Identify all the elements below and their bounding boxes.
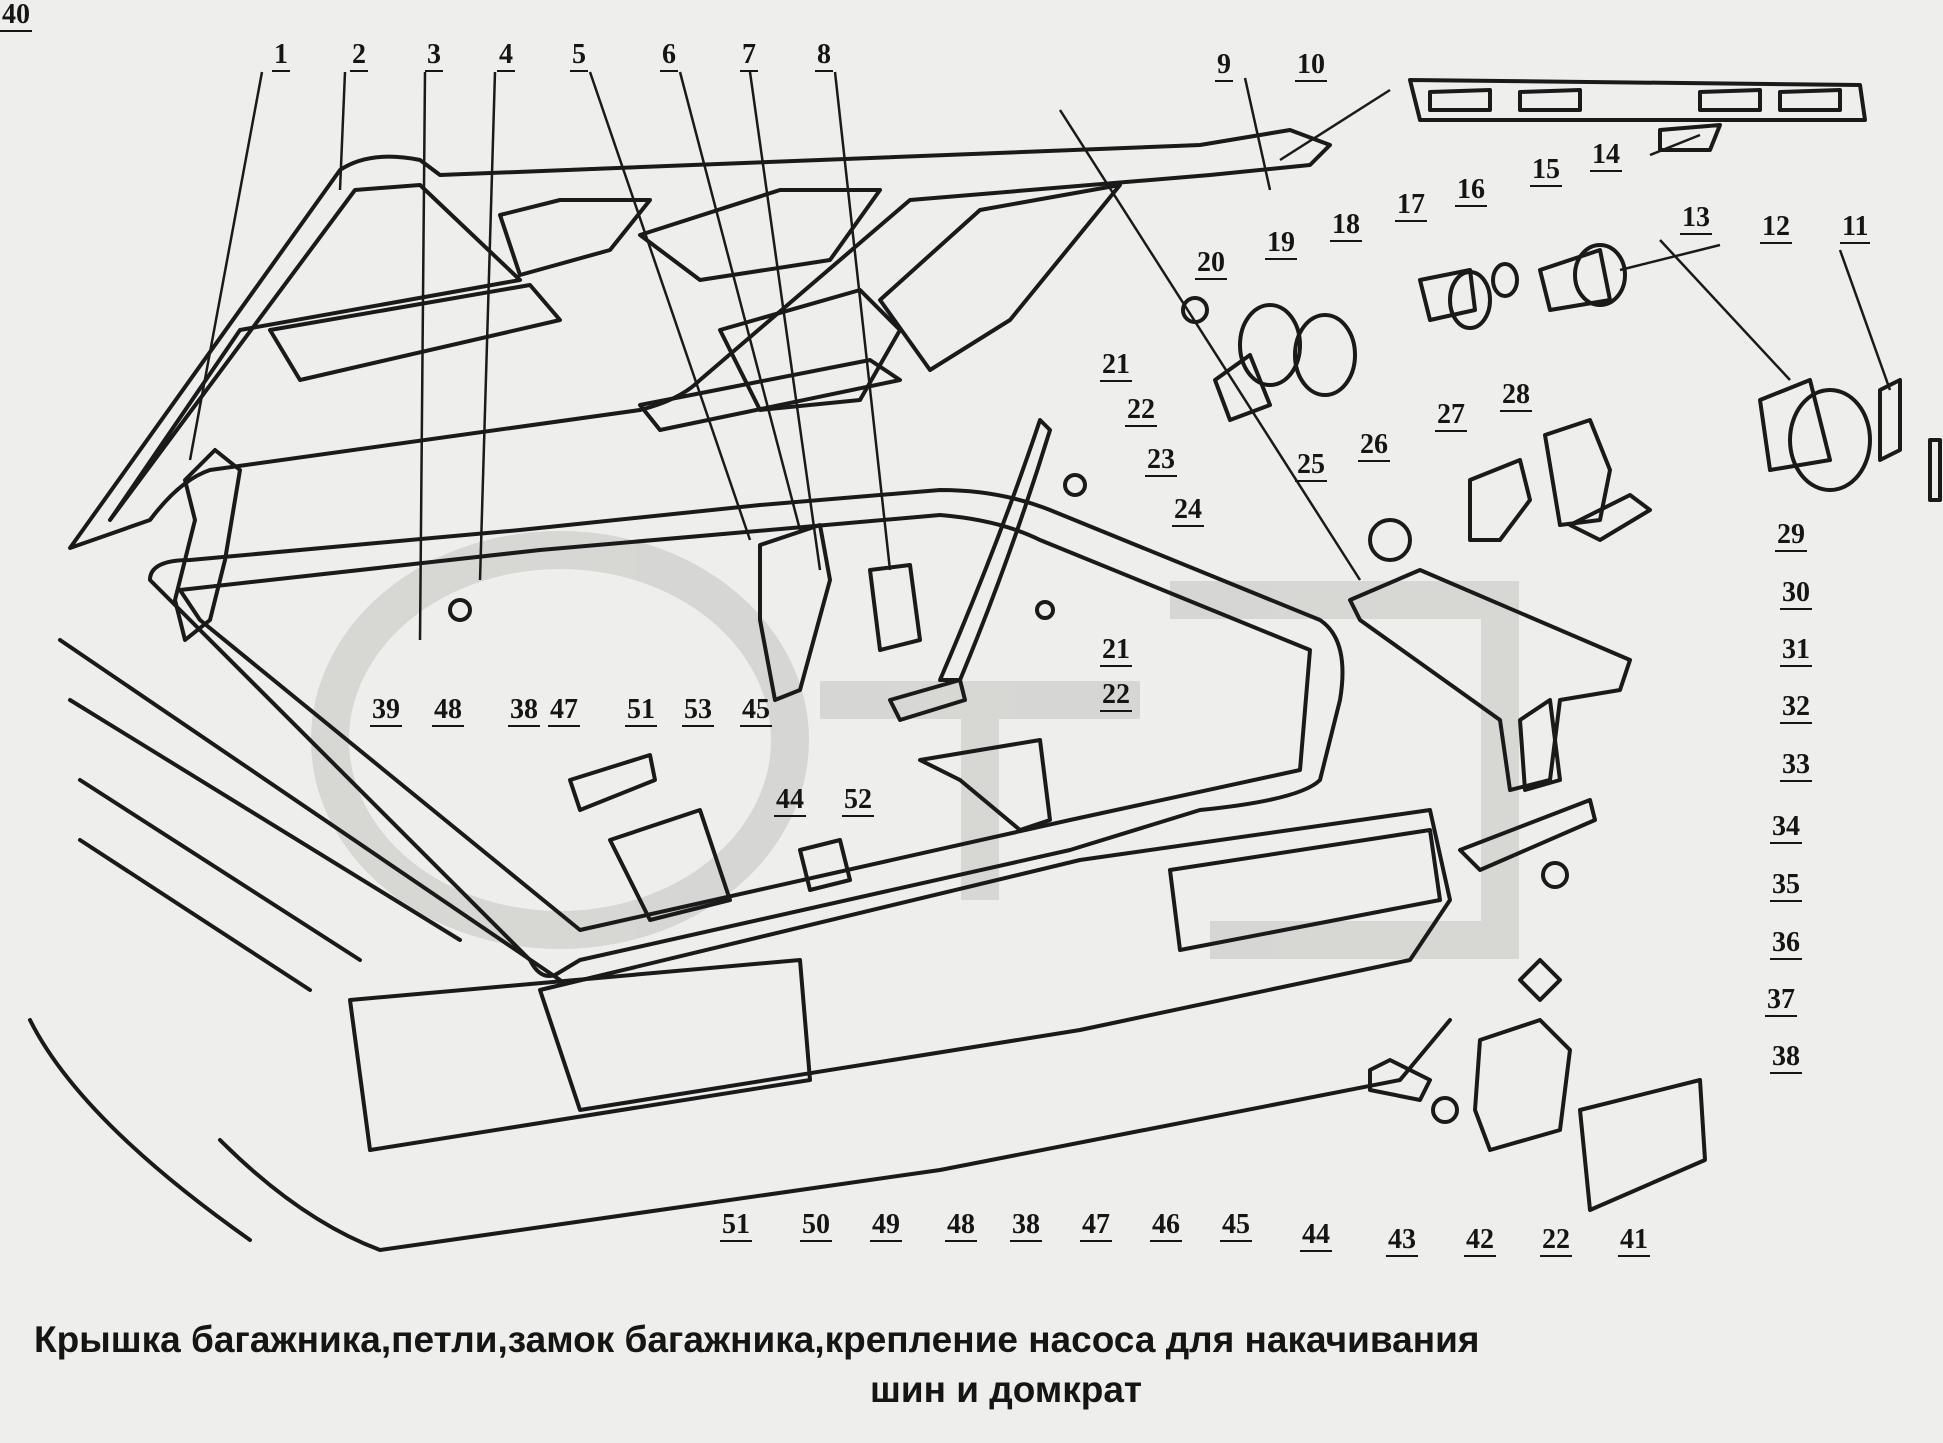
callout-number: 4 (497, 39, 515, 72)
callout-number: 46 (1150, 1209, 1182, 1242)
callout-number: 2 (350, 39, 368, 72)
leader-lines (188, 71, 1892, 641)
callout-number: 48 (432, 694, 464, 727)
callout-number: 17 (1395, 189, 1427, 222)
callout-number: 28 (1500, 379, 1532, 412)
callout-number: 5 (570, 39, 588, 72)
callout-number: 16 (1455, 174, 1487, 207)
callout-number: 30 (1780, 577, 1812, 610)
callout-number: 38 (508, 694, 540, 727)
callout-number: 22 (1540, 1224, 1572, 1257)
callout-number: 45 (1220, 1209, 1252, 1242)
callout-number: 25 (1295, 449, 1327, 482)
callout-number: 50 (800, 1209, 832, 1242)
callout-number: 22 (1100, 679, 1132, 712)
callout-number: 21 (1100, 349, 1132, 382)
trunk-lid-outline (28, 78, 1942, 1252)
caption-line-1: Крышка багажника,петли,замок багажника,к… (34, 1319, 1480, 1360)
callout-number: 36 (1770, 927, 1802, 960)
callout-number: 42 (1464, 1224, 1496, 1257)
callout-number: 51 (625, 694, 657, 727)
callout-number: 51 (720, 1209, 752, 1242)
callout-number: 40 (0, 0, 32, 32)
callout-number: 44 (1300, 1219, 1332, 1252)
callout-number: 35 (1770, 869, 1802, 902)
callout-number: 7 (740, 39, 758, 72)
callout-number: 39 (370, 694, 402, 727)
callout-number: 44 (774, 784, 806, 817)
callout-number: 47 (548, 694, 580, 727)
callout-number: 41 (1618, 1224, 1650, 1257)
callout-number: 38 (1010, 1209, 1042, 1242)
callout-number: 27 (1435, 399, 1467, 432)
callout-number: 9 (1215, 49, 1233, 82)
callout-number: 21 (1100, 634, 1132, 667)
callout-number: 32 (1780, 691, 1812, 724)
callout-number: 22 (1125, 394, 1157, 427)
callout-number: 8 (815, 39, 833, 72)
callout-number: 31 (1780, 634, 1812, 667)
callout-number: 43 (1386, 1224, 1418, 1257)
callout-number: 13 (1680, 202, 1712, 235)
callout-number: 24 (1172, 494, 1204, 527)
callout-number: 38 (1770, 1041, 1802, 1074)
callout-number: 3 (425, 39, 443, 72)
callout-number: 1 (272, 39, 290, 72)
callout-number: 26 (1358, 429, 1390, 462)
callout-number: 53 (682, 694, 714, 727)
callout-number: 18 (1330, 209, 1362, 242)
callout-number: 6 (660, 39, 678, 72)
callout-number: 19 (1265, 227, 1297, 260)
caption-line-2: шин и домкрат (870, 1369, 1143, 1410)
callout-number: 37 (1765, 984, 1797, 1017)
callout-number: 34 (1770, 811, 1802, 844)
callout-number: 52 (842, 784, 874, 817)
callout-number: 14 (1590, 139, 1622, 172)
callout-number: 49 (870, 1209, 902, 1242)
callout-number: 11 (1840, 211, 1871, 244)
callout-number: 23 (1145, 444, 1177, 477)
callout-number: 33 (1780, 749, 1812, 782)
callout-number: 48 (945, 1209, 977, 1242)
callout-number: 10 (1295, 49, 1327, 82)
callout-number: 15 (1530, 154, 1562, 187)
callout-number: 29 (1775, 519, 1807, 552)
callout-number: 45 (740, 694, 772, 727)
callout-number: 47 (1080, 1209, 1112, 1242)
callout-number: 20 (1195, 247, 1227, 280)
callout-number: 12 (1760, 211, 1792, 244)
